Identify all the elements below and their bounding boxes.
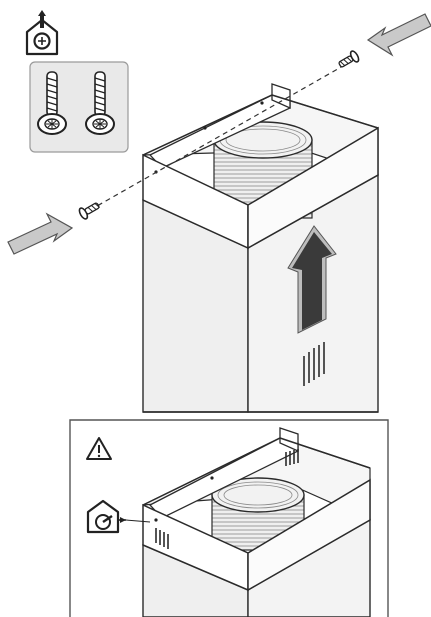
bottom-step xyxy=(69,419,389,617)
top-step xyxy=(7,10,431,413)
screws-pair-icon xyxy=(29,61,129,153)
arrow-right-icon xyxy=(7,212,74,255)
warning-triangle-icon xyxy=(86,437,112,460)
house-screwdriver-icon-bottom xyxy=(86,499,126,534)
arrow-up-icon xyxy=(287,225,337,334)
house-screwdriver-icon xyxy=(25,10,59,56)
vent-slots-left xyxy=(155,528,169,549)
vent-slots xyxy=(303,342,325,386)
screw-left xyxy=(78,202,100,220)
screw-alignment-line xyxy=(89,61,351,211)
chimney-upper-section-bottom xyxy=(142,427,371,592)
arrow-left-icon xyxy=(366,13,431,57)
screw-right xyxy=(338,50,360,68)
pointer-line xyxy=(125,519,151,523)
chimney-upper-section xyxy=(142,83,379,250)
vent-slots-right xyxy=(285,449,299,466)
